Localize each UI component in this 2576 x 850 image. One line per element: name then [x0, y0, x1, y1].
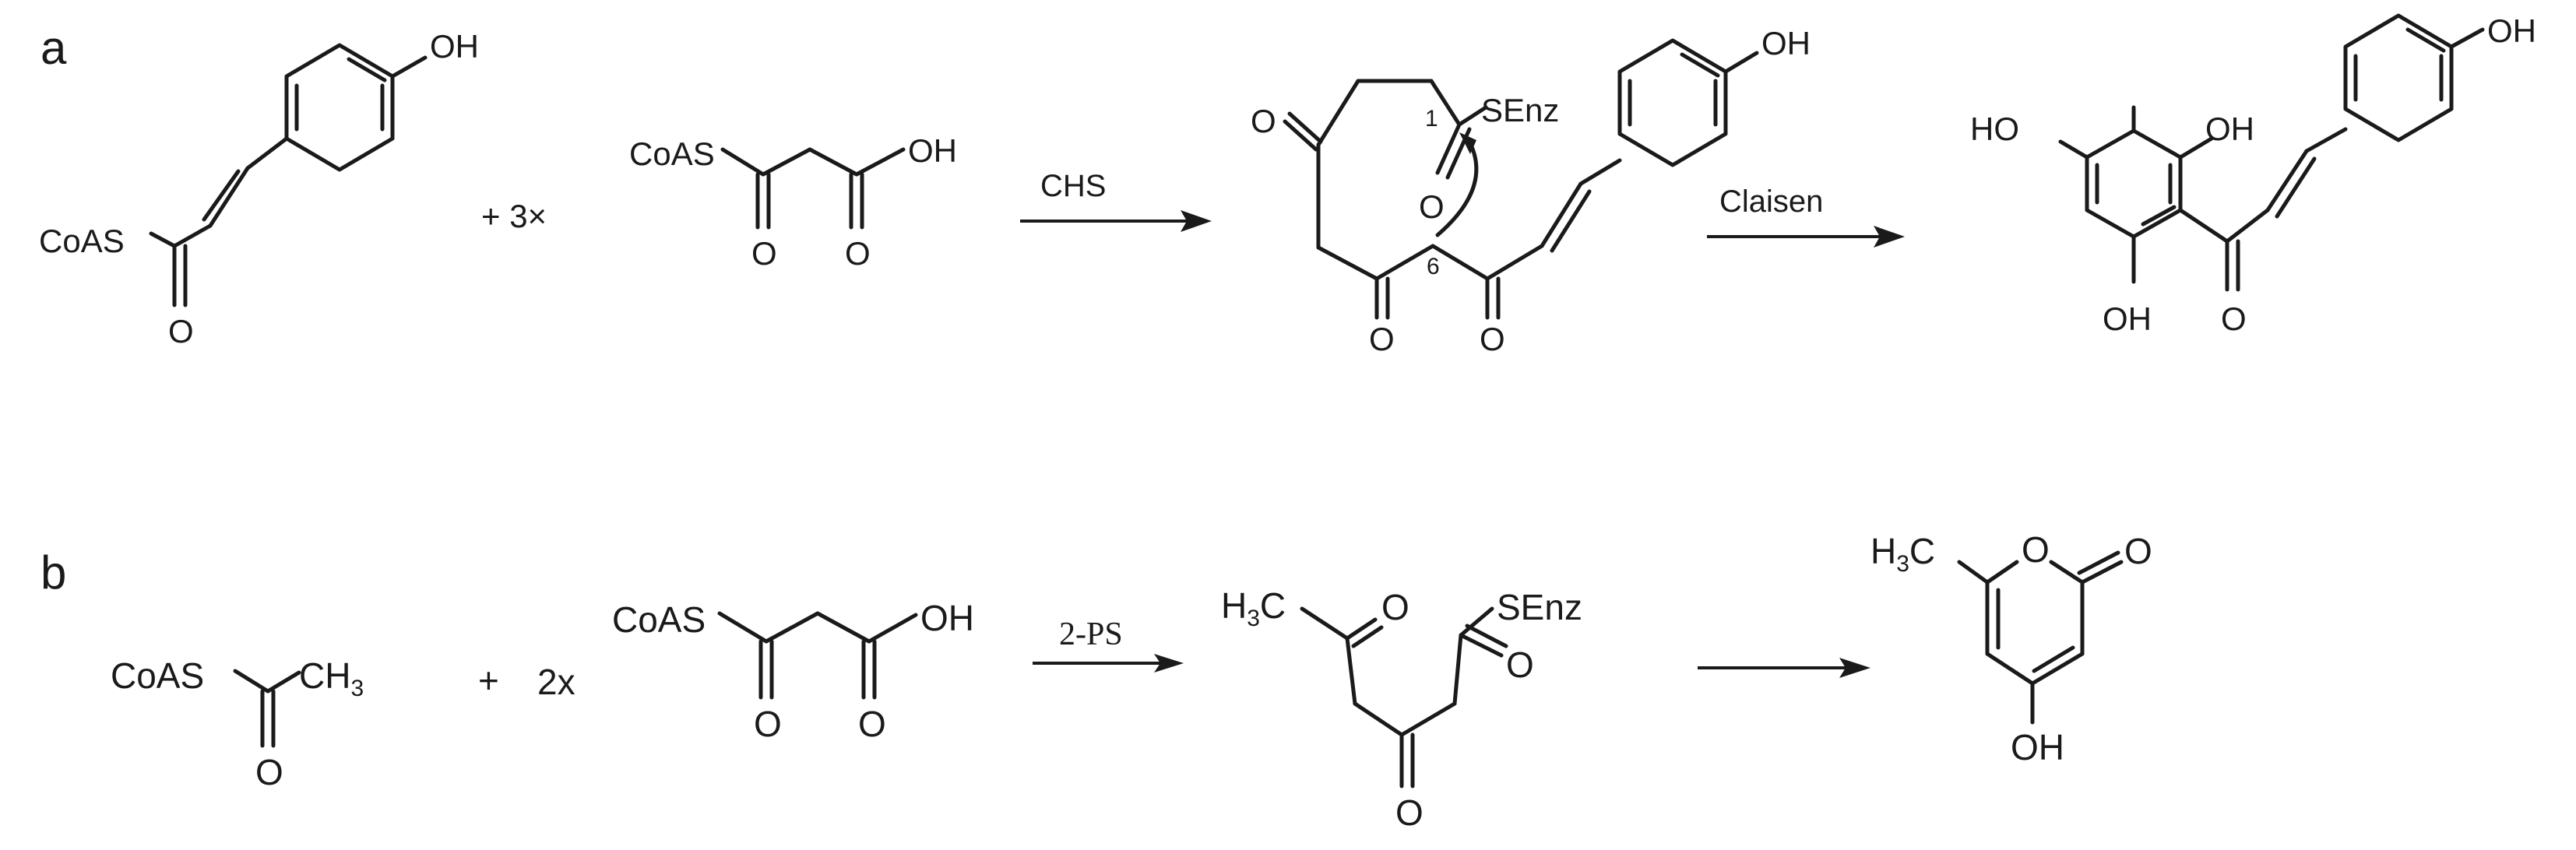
pyrone-hydroxyl: OH: [2011, 727, 2064, 767]
acetyl-coa-structure: [233, 669, 301, 748]
chalcone-oh-bottom: OH: [2103, 300, 2152, 337]
cyclization-arrow: [1698, 658, 1870, 678]
intermediate-a-carbon-1: 1: [1425, 106, 1438, 132]
malonyl-coa-b-structure: [717, 611, 918, 700]
intermediate-a-structure: [1283, 38, 1759, 320]
malonyl-b-hydroxyl-label: OH: [920, 598, 974, 638]
pyrone-methyl: H3C: [1870, 531, 1935, 577]
panel-a-coefficient: + 3×: [481, 198, 547, 234]
acetyl-oxygen-label: O: [255, 752, 283, 792]
intermediate-a-oxygen-c1: O: [1419, 188, 1445, 225]
intermediate-b-methyl: H3C: [1221, 585, 1286, 631]
intermediate-b-oxygen-3: O: [1395, 792, 1423, 833]
malonyl-b-oxygen-2: O: [858, 704, 886, 744]
intermediate-a-hydroxyl: OH: [1761, 25, 1811, 61]
intermediate-b-structure: [1300, 606, 1508, 789]
coumaroyl-hydroxyl-label: OH: [430, 28, 479, 65]
coumaroyl-oxygen-label: O: [168, 313, 194, 349]
panel-a-label: a: [40, 22, 67, 74]
intermediate-b-thioester: SEnz: [1497, 587, 1582, 627]
coumaroyl-coa-structure: [149, 43, 428, 307]
chalcone-oh-para: OH: [2487, 12, 2536, 49]
malonyl-coa-a-structure: [720, 147, 906, 230]
malonyl-a-oxygen-1: O: [751, 235, 777, 272]
coumaroyl-coas-label: CoAS: [39, 223, 125, 259]
2ps-enzyme-label: 2-PS: [1059, 616, 1123, 652]
claisen-reaction-label: Claisen: [1719, 184, 1823, 219]
chs-enzyme-label: CHS: [1040, 169, 1106, 203]
intermediate-a-carbon-6: 6: [1427, 254, 1440, 279]
malonyl-b-coas-label: CoAS: [612, 599, 706, 640]
panel-b-plus: +: [478, 660, 499, 701]
panel-b-coefficient: 2x: [537, 662, 575, 702]
claisen-arrow: [1707, 226, 1905, 248]
malonyl-a-oxygen-2: O: [845, 235, 871, 272]
2ps-arrow: [1033, 654, 1184, 673]
intermediate-a-thioester: SEnz: [1481, 92, 1559, 128]
malonyl-a-coas-label: CoAS: [629, 135, 715, 172]
chs-arrow: [1020, 210, 1212, 232]
malonyl-b-oxygen-1: O: [754, 704, 782, 744]
pyrone-ring-oxygen: O: [2022, 529, 2050, 570]
chalcone-oxygen: O: [2221, 300, 2247, 337]
intermediate-b-oxygen-2: O: [1506, 645, 1534, 685]
acetyl-coas-label: CoAS: [111, 655, 204, 696]
intermediate-a-oxygen-bottom-2: O: [1480, 321, 1505, 357]
malonyl-a-hydroxyl-label: OH: [908, 132, 957, 169]
panel-b-label: b: [40, 546, 66, 599]
pyrone-carbonyl-oxygen: O: [2124, 531, 2152, 571]
chalcone-structure: [2058, 13, 2485, 292]
intermediate-a-oxygen-bottom-1: O: [1369, 321, 1395, 357]
chalcone-oh-top: OH: [2205, 111, 2254, 147]
pyrone-structure: [1957, 550, 2124, 725]
chalcone-ho-left: HO: [1970, 111, 2019, 147]
acetyl-methyl-label: CH3: [299, 655, 364, 701]
intermediate-b-oxygen-1: O: [1381, 587, 1409, 627]
intermediate-a-oxygen-left: O: [1251, 103, 1276, 139]
